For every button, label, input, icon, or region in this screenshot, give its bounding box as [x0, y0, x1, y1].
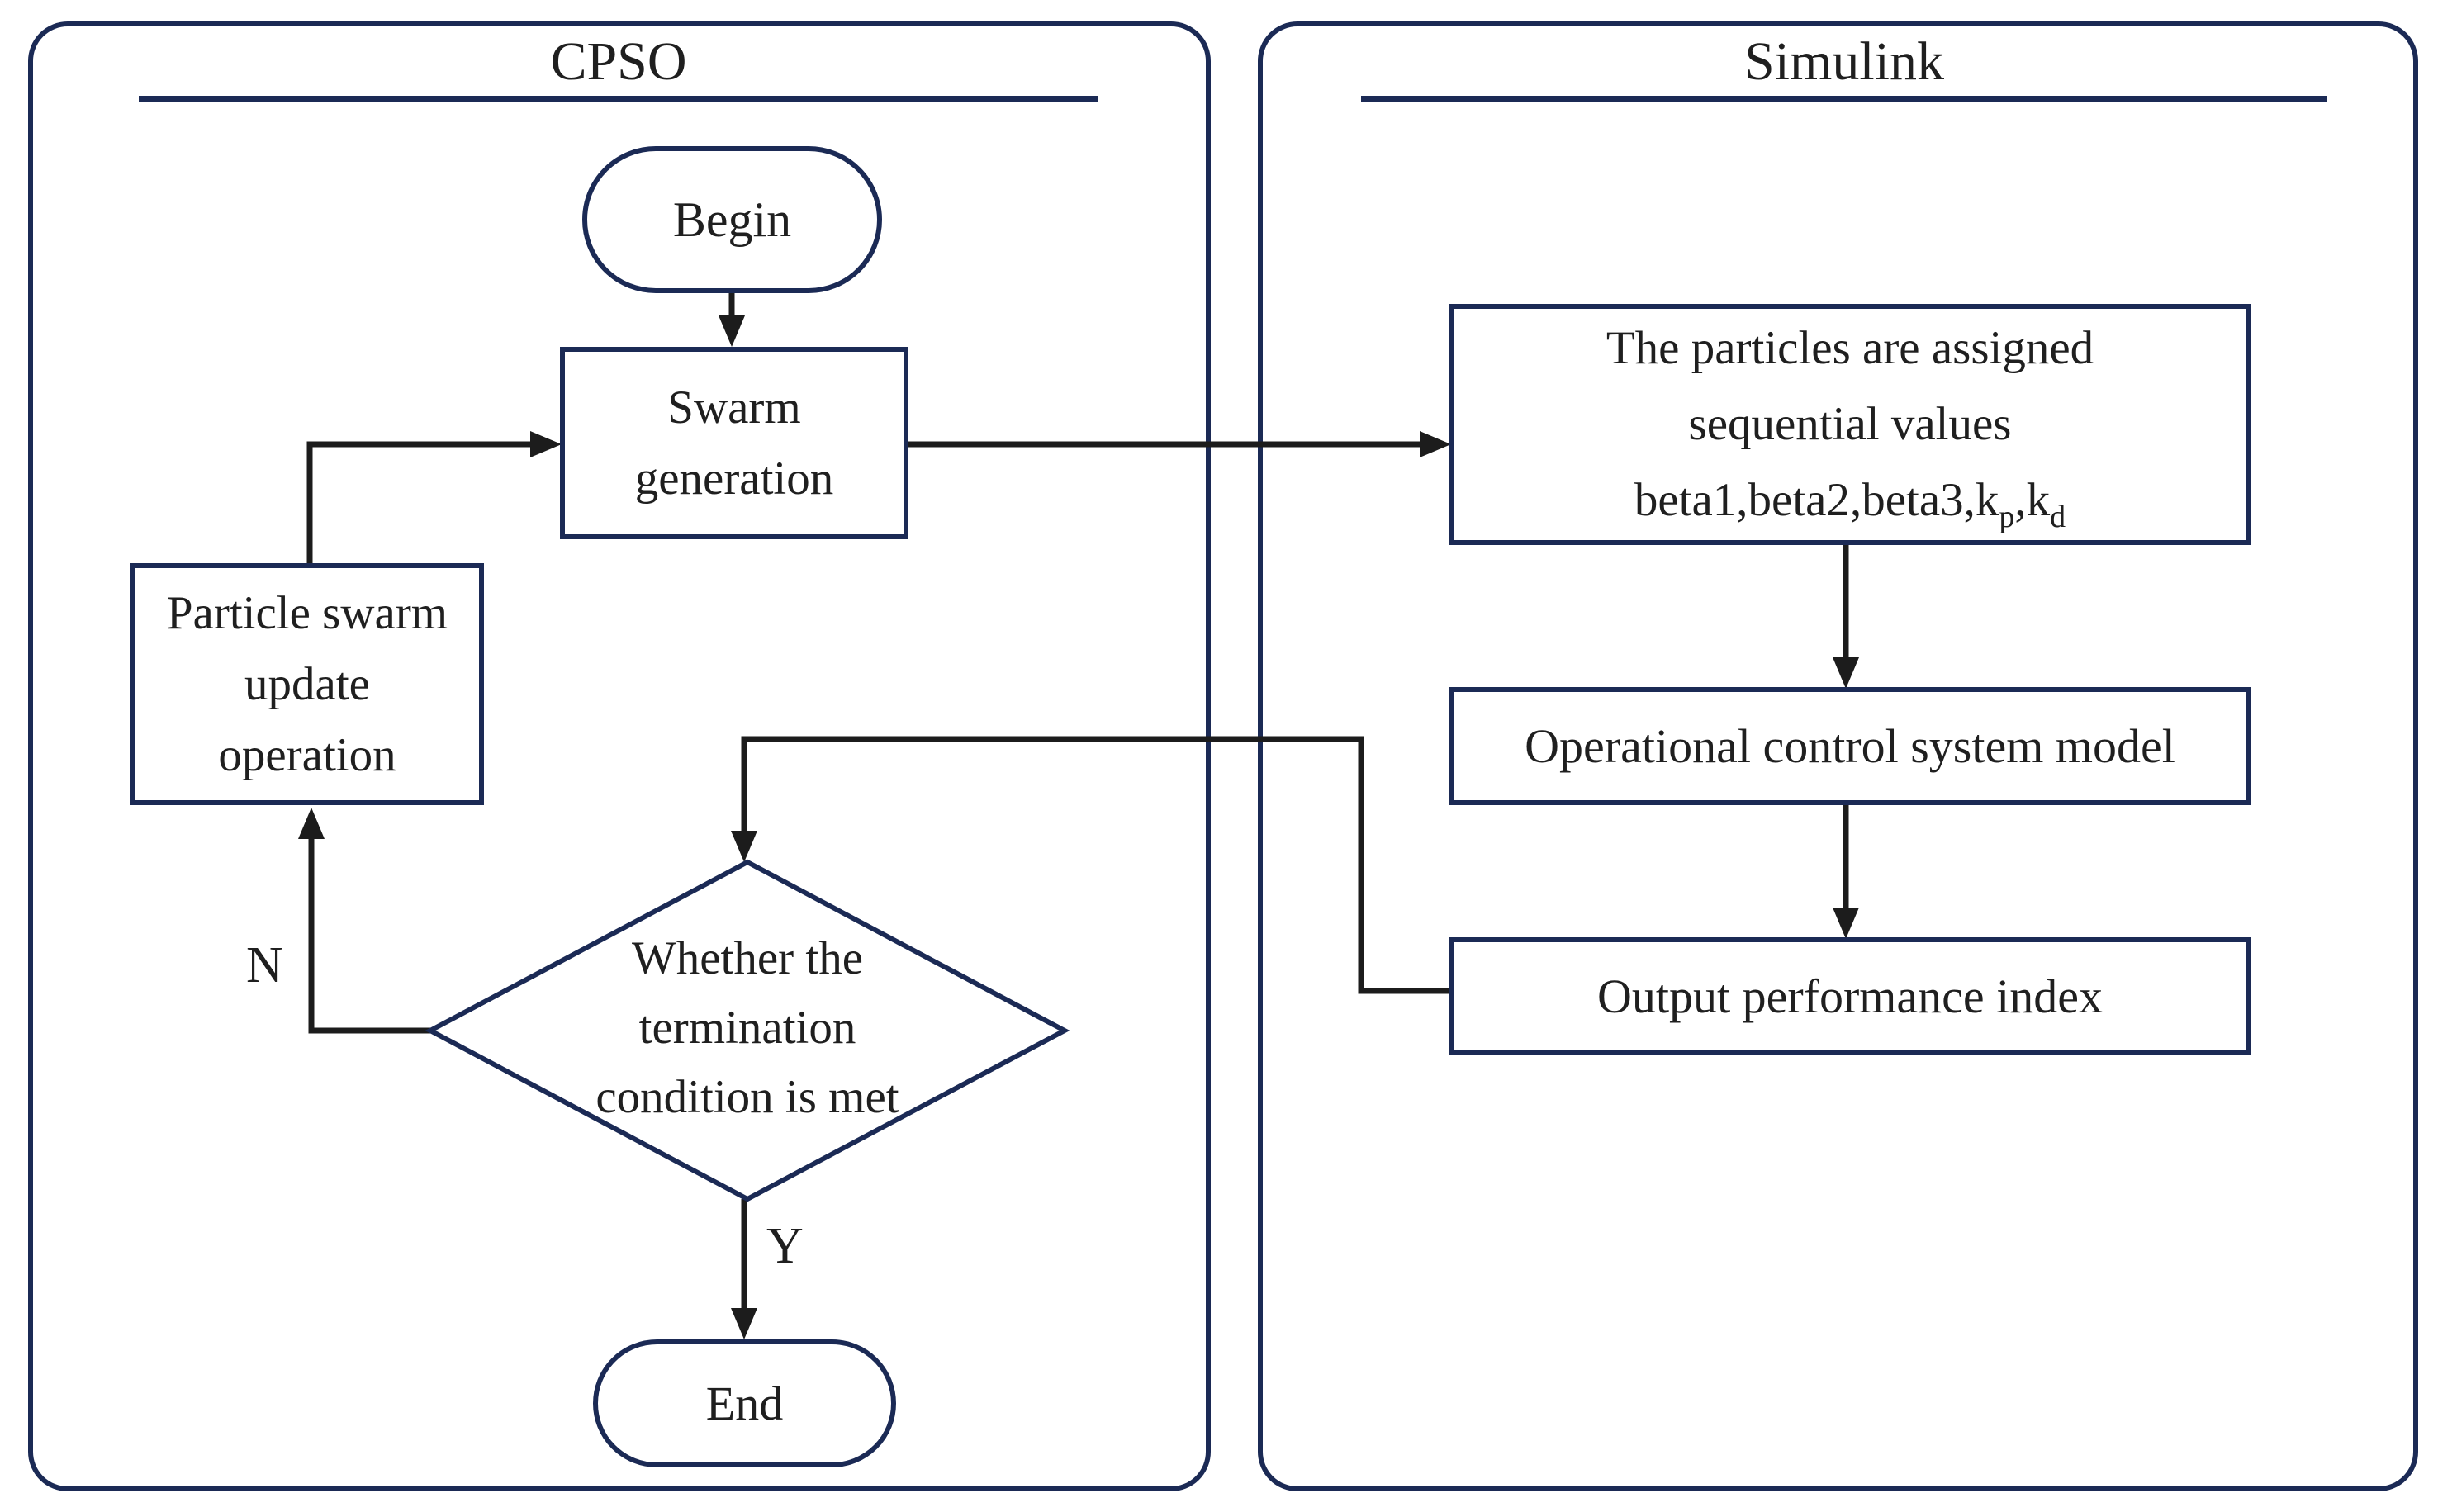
- edge-label-no: N: [246, 937, 283, 993]
- particles-assigned-line2: sequential values: [1688, 398, 2012, 450]
- termination-decision-line3: condition is met: [595, 1071, 899, 1123]
- termination-decision-line1: Whether the: [631, 932, 864, 984]
- swarm-generation-node: Swarm generation: [560, 347, 908, 539]
- particles-assigned-kd-subscript: d: [2050, 500, 2066, 534]
- end-label: End: [705, 1377, 784, 1430]
- output-index-node: Output performance index: [1449, 937, 2251, 1055]
- begin-label: Begin: [672, 192, 792, 247]
- panel-cpso: [28, 21, 1211, 1491]
- termination-decision-diamond: [425, 859, 1070, 1202]
- arrowhead-decision-no-to-update: [298, 808, 325, 839]
- termination-decision-line2: termination: [638, 1002, 856, 1054]
- cpso-title-underline: [139, 96, 1098, 102]
- particles-assigned-line3-base: beta1,beta2,beta3,k: [1634, 474, 1999, 526]
- begin-node: Begin: [582, 146, 882, 293]
- output-index-label: Output performance index: [1596, 969, 2103, 1023]
- connector-update-to-swarm: [306, 441, 534, 563]
- edge-label-yes: Y: [766, 1218, 804, 1274]
- particle-update-line1: Particle swarm: [166, 586, 448, 639]
- operational-model-label: Operational control system model: [1525, 719, 2175, 773]
- operational-model-node: Operational control system model: [1449, 687, 2251, 805]
- arrowhead-output-to-decision: [731, 831, 757, 862]
- arrowhead-begin-to-swarm: [719, 315, 745, 347]
- arrowhead-particles-to-model: [1833, 657, 1859, 689]
- arrowhead-model-to-output: [1833, 908, 1859, 939]
- particles-assigned-kp-subscript: p: [1999, 500, 2015, 534]
- particles-assigned-line1: The particles are assigned: [1606, 322, 2094, 374]
- simulink-title-underline: [1361, 96, 2327, 102]
- connector-output-to-decision: [741, 736, 1451, 994]
- swarm-generation-line2: generation: [634, 452, 834, 505]
- particle-update-line3: operation: [218, 728, 396, 781]
- particles-assigned-line3: beta1,beta2,beta3,kp,kd: [1634, 462, 2066, 538]
- arrowhead-decision-yes-to-end: [731, 1308, 757, 1339]
- termination-decision-text: Whether the termination condition is met: [595, 924, 899, 1132]
- particle-update-line2: update: [244, 657, 370, 710]
- panel-simulink: [1258, 21, 2418, 1491]
- cpso-panel-title: CPSO: [550, 31, 687, 92]
- particle-update-node: Particle swarm update operation: [130, 563, 484, 805]
- swarm-generation-line1: Swarm: [667, 381, 801, 434]
- particles-assigned-line3-mid: ,k: [2014, 474, 2051, 526]
- end-node: End: [593, 1339, 896, 1467]
- particles-assigned-node: The particles are assigned sequential va…: [1449, 304, 2251, 545]
- connector-decision-no-to-update: [308, 837, 435, 1034]
- simulink-panel-title: Simulink: [1743, 31, 1945, 92]
- arrowhead-update-to-swarm: [530, 431, 562, 457]
- arrowhead-swarm-to-particles: [1420, 431, 1451, 457]
